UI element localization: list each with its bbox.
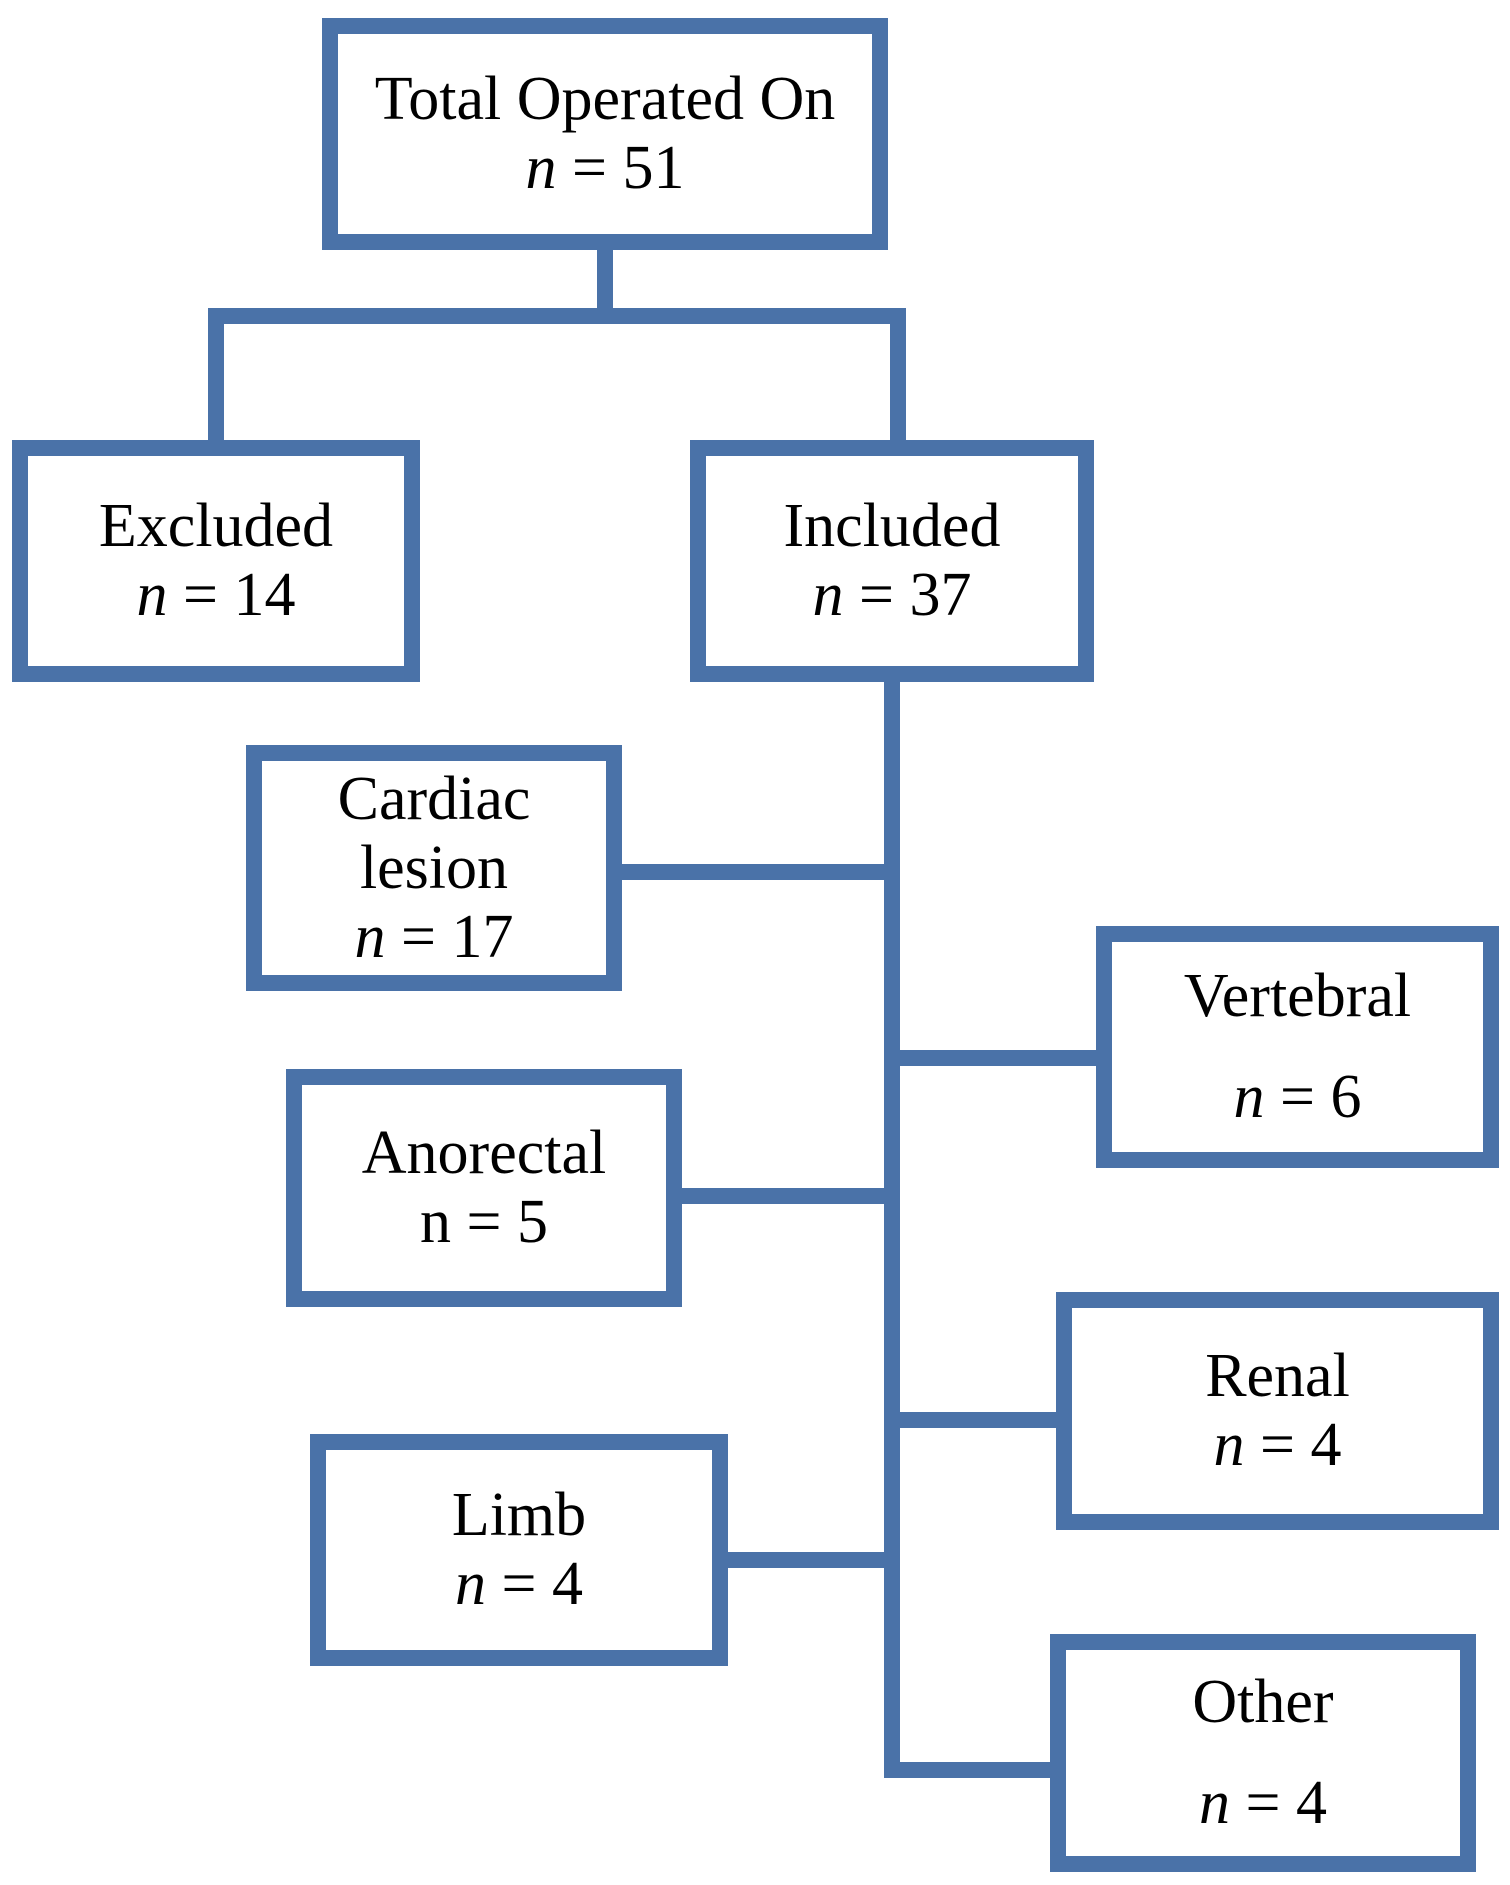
box-total-count: n = 51 bbox=[526, 134, 685, 203]
n-symbol: n bbox=[525, 134, 557, 202]
box-total-operated: Total Operated On n = 51 bbox=[322, 18, 888, 250]
box-included-count: n = 37 bbox=[813, 561, 972, 630]
box-total-label: Total Operated On bbox=[374, 65, 836, 133]
count-value: = 5 bbox=[466, 1188, 548, 1256]
box-vertebral: Vertebral n = 6 bbox=[1096, 926, 1499, 1168]
count-value: = 14 bbox=[183, 561, 296, 629]
box-other: Other n = 4 bbox=[1050, 1634, 1476, 1872]
box-excluded: Excluded n = 14 bbox=[12, 440, 420, 682]
count-value: = 6 bbox=[1280, 1063, 1362, 1131]
count-value: = 37 bbox=[859, 561, 972, 629]
count-value: = 4 bbox=[501, 1550, 583, 1618]
box-anorectal-label: Anorectal bbox=[361, 1119, 607, 1187]
box-vertebral-count: n = 6 bbox=[1234, 1063, 1362, 1132]
box-excluded-label: Excluded bbox=[98, 492, 334, 560]
count-value: = 51 bbox=[572, 134, 685, 202]
count-value: = 4 bbox=[1245, 1769, 1327, 1837]
n-symbol: n bbox=[136, 561, 168, 629]
count-value: = 17 bbox=[401, 902, 514, 971]
box-limb-label: Limb bbox=[451, 1481, 587, 1549]
box-included: Included n = 37 bbox=[690, 440, 1094, 682]
n-symbol: n bbox=[1213, 1411, 1245, 1479]
n-symbol: n bbox=[1199, 1769, 1231, 1837]
box-cardiac-lesion: Cardiac lesion n = 17 bbox=[246, 745, 622, 991]
box-cardiac-count: n = 17 bbox=[355, 903, 514, 972]
box-cardiac-label-line2: lesion bbox=[359, 833, 509, 902]
box-included-label: Included bbox=[783, 492, 1001, 560]
n-symbol: n bbox=[1233, 1063, 1265, 1131]
box-anorectal: Anorectal n = 5 bbox=[286, 1069, 682, 1307]
n-symbol: n bbox=[354, 902, 386, 971]
count-value: = 4 bbox=[1260, 1411, 1342, 1479]
box-renal: Renal n = 4 bbox=[1056, 1292, 1499, 1530]
box-vertebral-label: Vertebral bbox=[1183, 962, 1412, 1030]
box-anorectal-count: n = 5 bbox=[420, 1188, 548, 1257]
box-limb: Limb n = 4 bbox=[310, 1434, 728, 1666]
box-renal-label: Renal bbox=[1205, 1342, 1350, 1410]
box-excluded-count: n = 14 bbox=[137, 561, 296, 630]
box-limb-count: n = 4 bbox=[455, 1550, 583, 1619]
box-other-count: n = 4 bbox=[1199, 1769, 1327, 1838]
n-symbol: n bbox=[812, 561, 844, 629]
box-other-label: Other bbox=[1192, 1668, 1334, 1736]
box-renal-count: n = 4 bbox=[1214, 1411, 1342, 1480]
box-cardiac-label-line1: Cardiac bbox=[337, 764, 531, 833]
n-symbol: n bbox=[420, 1188, 452, 1256]
n-symbol: n bbox=[455, 1550, 487, 1618]
